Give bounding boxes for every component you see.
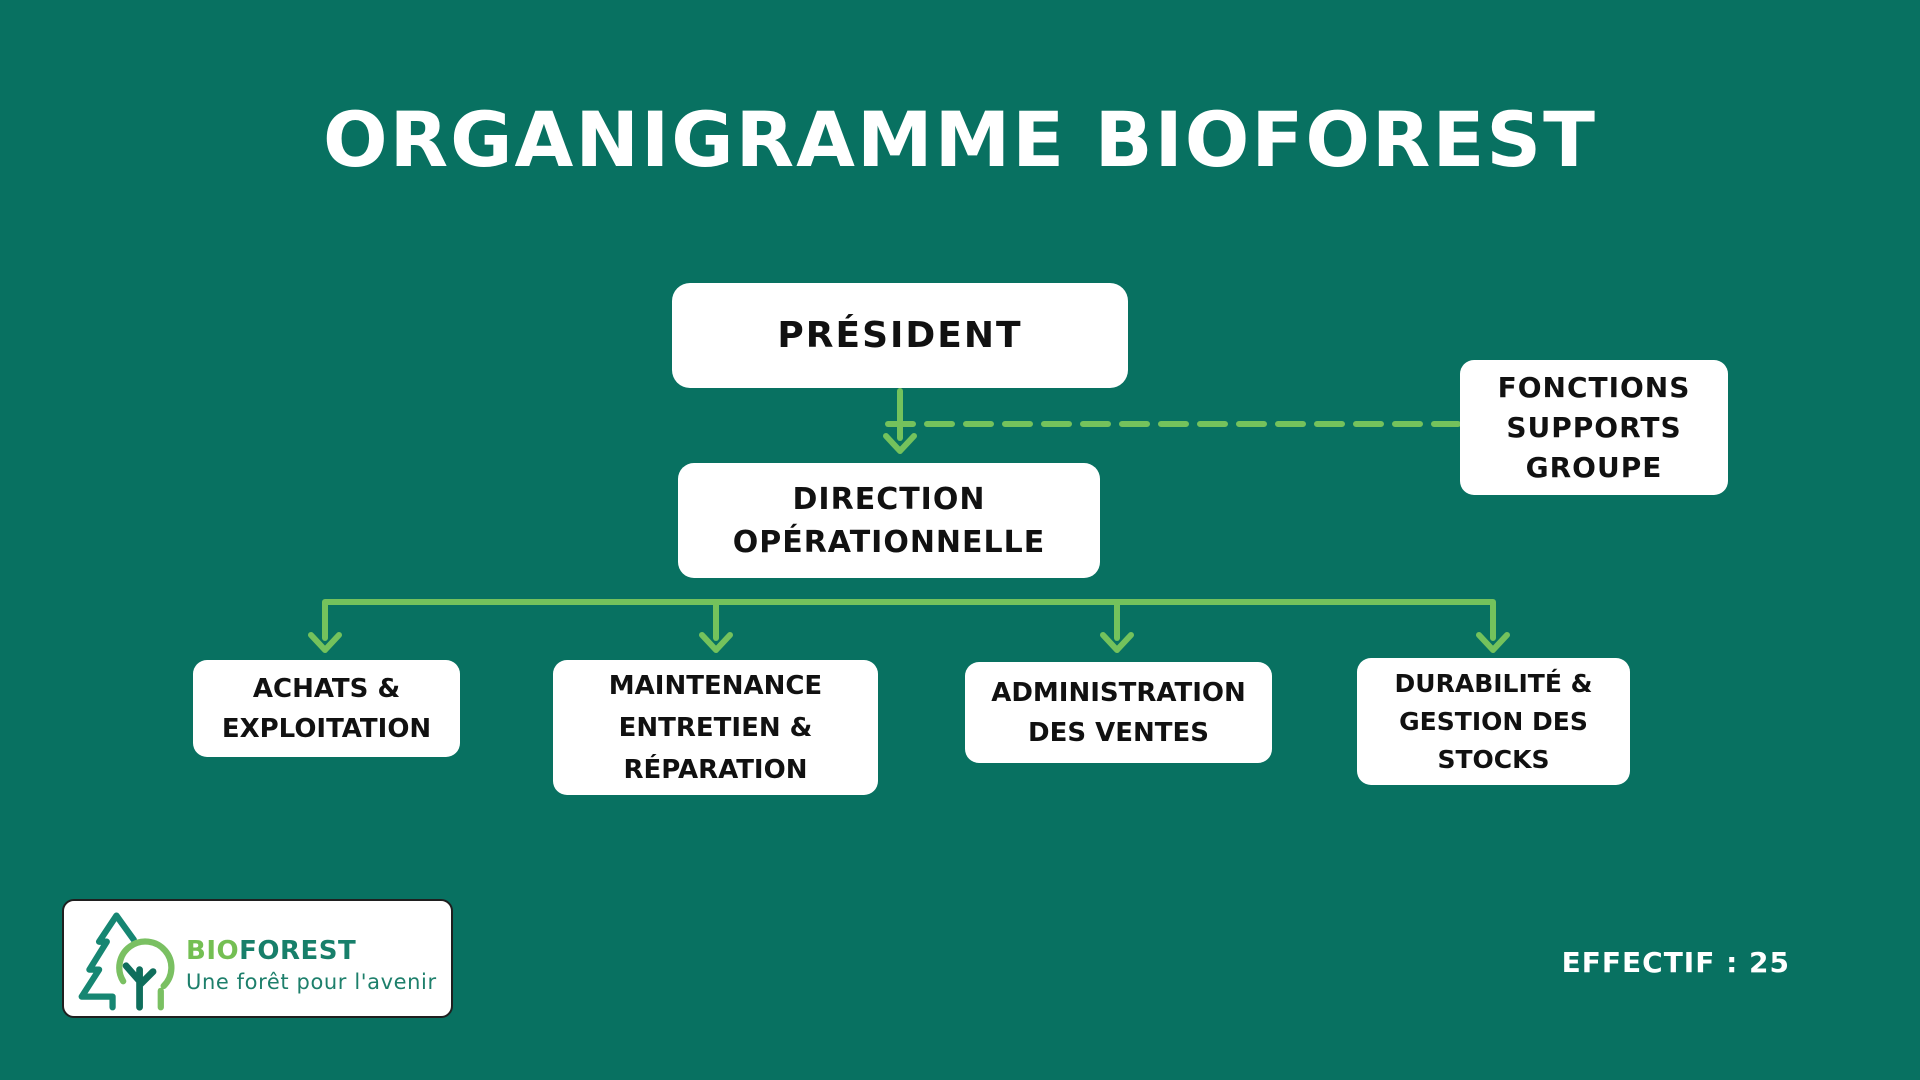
brand-name-bio: BIO <box>186 936 240 966</box>
drop-arrowhead-achats <box>308 632 342 653</box>
node-fonctions-supports-groupe: FONCTIONS SUPPORTS GROUPE <box>1460 360 1728 495</box>
brand-name: BIOFOREST <box>186 937 437 966</box>
node-direction-operationnelle: DIRECTION OPÉRATIONNELLE <box>678 463 1100 578</box>
node-direction-operationnelle-label: DIRECTION OPÉRATIONNELLE <box>732 481 1046 560</box>
drop-arrowhead-administration <box>1100 632 1134 653</box>
node-administration-des-ventes-label: ADMINISTRATION DES VENTES <box>991 677 1246 748</box>
page-title: ORGANIGRAMME BIOFOREST <box>323 95 1597 184</box>
node-administration-des-ventes: ADMINISTRATION DES VENTES <box>965 662 1272 763</box>
drop-arrowhead-maintenance <box>699 632 733 653</box>
node-maintenance-entretien-reparation: MAINTENANCE ENTRETIEN & RÉPARATION <box>553 660 878 795</box>
drop-arrowhead-durabilite <box>1476 632 1510 653</box>
tree-logo-icon <box>78 912 175 1011</box>
node-president-label: PRÉSIDENT <box>777 315 1023 356</box>
brand-name-forest: FOREST <box>239 936 357 966</box>
node-durabilite-gestion-stocks: DURABILITÉ & GESTION DES STOCKS <box>1357 658 1630 785</box>
brand-text-block: BIOFOREST Une forêt pour l'avenir <box>186 937 437 994</box>
president-to-direction-arrowhead <box>883 433 917 454</box>
node-fonctions-supports-groupe-label: FONCTIONS SUPPORTS GROUPE <box>1497 370 1691 484</box>
node-achats-exploitation: ACHATS & EXPLOITATION <box>193 660 460 757</box>
node-maintenance-entretien-reparation-label: MAINTENANCE ENTRETIEN & RÉPARATION <box>608 670 823 785</box>
node-achats-exploitation-label: ACHATS & EXPLOITATION <box>221 673 432 744</box>
node-president: PRÉSIDENT <box>672 283 1128 388</box>
direction-children-rail <box>322 599 1496 641</box>
brand-tagline: Une forêt pour l'avenir <box>186 969 437 994</box>
bioforest-logo-card: BIOFOREST Une forêt pour l'avenir <box>62 899 453 1018</box>
headcount-label: EFFECTIF : 25 <box>1561 946 1790 979</box>
node-durabilite-gestion-stocks-label: DURABILITÉ & GESTION DES STOCKS <box>1394 668 1593 774</box>
